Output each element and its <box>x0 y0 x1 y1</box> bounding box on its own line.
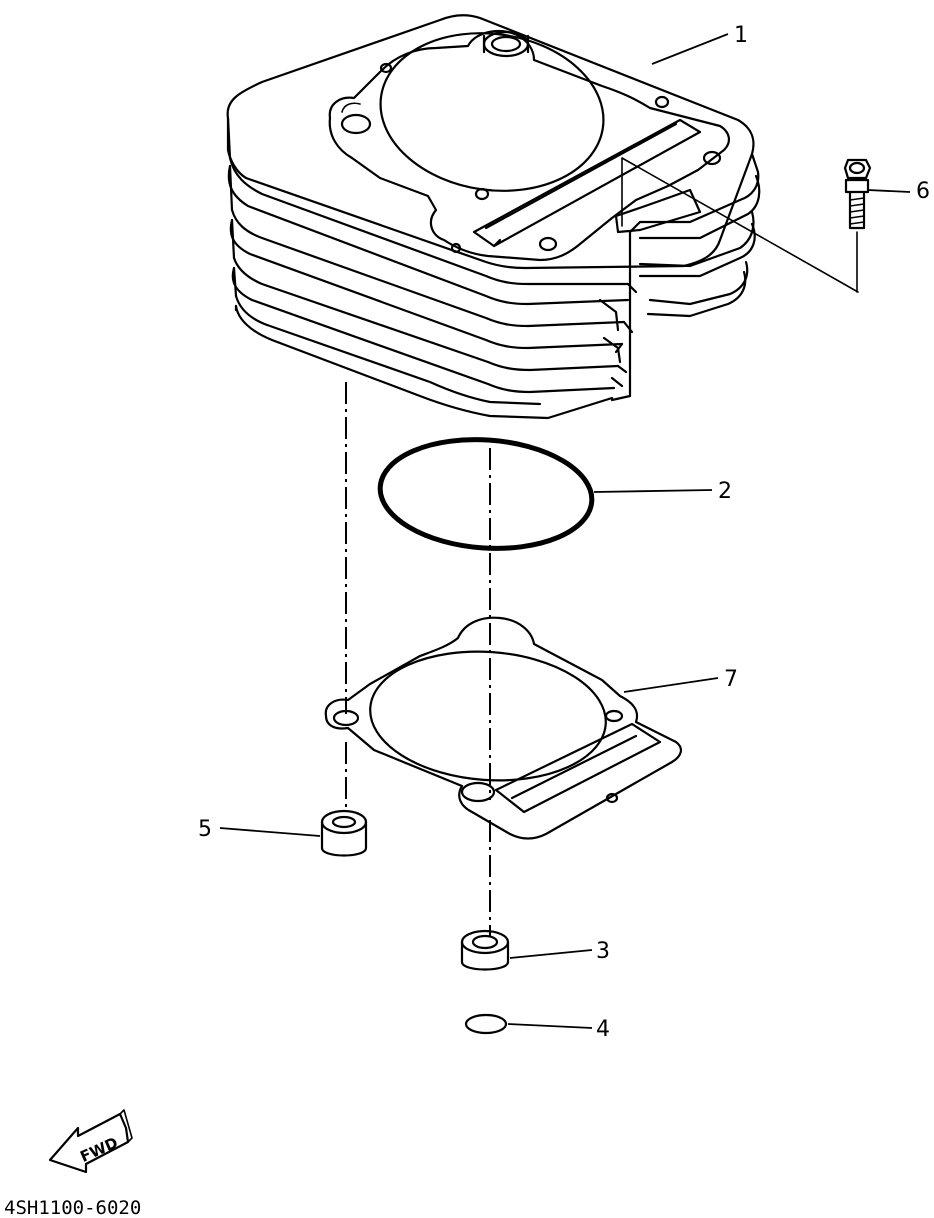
bolt <box>843 158 872 293</box>
diagram-part-number: 4SH1100-6020 <box>4 1197 141 1218</box>
leader-lines <box>219 33 911 1029</box>
callout-4: 4 <box>596 1017 610 1042</box>
callout-7: 7 <box>724 667 738 692</box>
assembly-axis-lines <box>345 382 491 936</box>
callout-1: 1 <box>734 23 748 48</box>
dowel-pin-rear <box>320 809 368 857</box>
fwd-arrow-icon: FWD <box>48 1109 133 1174</box>
small-o-ring <box>464 1013 508 1035</box>
dowel-pin-front <box>460 929 510 971</box>
callout-2: 2 <box>718 479 732 504</box>
fwd-label: FWD <box>77 1134 120 1166</box>
callout-3: 3 <box>596 939 610 964</box>
o-ring <box>377 437 595 551</box>
cylinder-block <box>226 14 859 420</box>
callout-5: 5 <box>198 817 212 842</box>
cylinder-gasket <box>324 616 682 840</box>
callout-6: 6 <box>916 179 930 204</box>
